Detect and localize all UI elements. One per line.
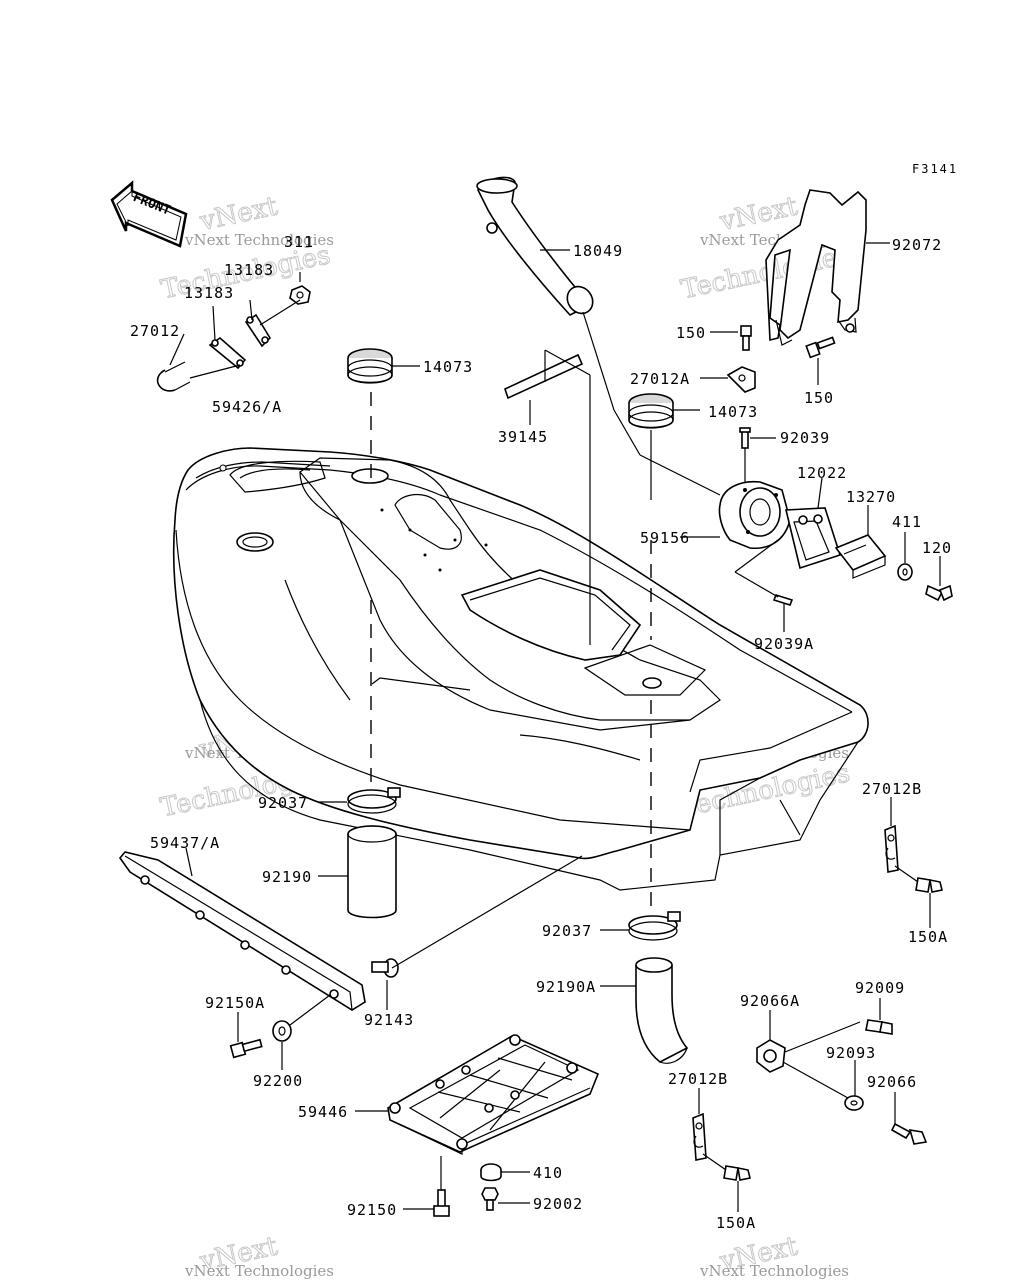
cap-14073-left — [347, 348, 393, 384]
screw-92009 — [865, 1019, 893, 1035]
washer-92093 — [844, 1095, 864, 1111]
block-13270 — [834, 534, 887, 579]
label-150-right[interactable]: 150 — [804, 389, 834, 407]
guard-59437 — [118, 851, 366, 1011]
hull-body — [172, 447, 869, 891]
pin-92039A — [772, 594, 794, 606]
label-92037-upper[interactable]: 92037 — [258, 794, 308, 812]
watermark-bottom-right: vNext vNext Technologies — [699, 1231, 849, 1280]
strip-39145 — [504, 349, 591, 645]
washer-410 — [480, 1163, 502, 1182]
bracket-92072 — [765, 189, 867, 346]
label-13183-upper[interactable]: 13183 — [224, 261, 274, 279]
label-411[interactable]: 411 — [892, 513, 922, 531]
screw-120 — [925, 584, 953, 602]
eyebolt-27012B-lower — [692, 1112, 707, 1161]
label-150A-lower[interactable]: 150A — [716, 1214, 756, 1232]
label-13183-lower[interactable]: 13183 — [184, 284, 234, 302]
bolt-92150 — [433, 1189, 450, 1217]
label-27012B-lower[interactable]: 27012B — [668, 1070, 728, 1088]
label-59446[interactable]: 59446 — [298, 1103, 348, 1121]
label-92190A[interactable]: 92190A — [536, 978, 596, 996]
label-92066[interactable]: 92066 — [867, 1073, 917, 1091]
label-39145[interactable]: 39145 — [498, 428, 548, 446]
washer-92200 — [272, 1020, 292, 1042]
housing-59156 — [718, 480, 791, 549]
label-12022[interactable]: 12022 — [797, 464, 847, 482]
label-92150A[interactable]: 92150A — [205, 994, 265, 1012]
label-14073-right[interactable]: 14073 — [708, 403, 758, 421]
cap-14073-right — [628, 393, 674, 429]
label-59156[interactable]: 59156 — [640, 529, 690, 547]
plate-59446 — [387, 1034, 600, 1155]
pin-92039 — [739, 427, 751, 449]
label-92002[interactable]: 92002 — [533, 1195, 583, 1213]
tube-92190 — [347, 825, 397, 919]
hose-18049 — [476, 176, 594, 316]
eyebolt-27012 — [156, 361, 191, 392]
bolt-92002 — [481, 1187, 499, 1211]
label-150-upper[interactable]: 150 — [676, 324, 706, 342]
label-92009[interactable]: 92009 — [855, 979, 905, 997]
label-92190[interactable]: 92190 — [262, 868, 312, 886]
tube-92190A — [635, 957, 689, 1064]
label-92072[interactable]: 92072 — [892, 236, 942, 254]
bracket-13183-lower — [208, 336, 247, 370]
label-92150[interactable]: 92150 — [347, 1201, 397, 1219]
label-59426[interactable]: 59426/A — [212, 398, 282, 416]
svg-text:Technologies: Technologies — [678, 240, 853, 305]
nut-311 — [289, 285, 311, 305]
clamp-92037-lower — [628, 911, 681, 941]
label-14073-left[interactable]: 14073 — [423, 358, 473, 376]
label-311[interactable]: 311 — [284, 233, 314, 251]
label-13270[interactable]: 13270 — [846, 488, 896, 506]
svg-text:vNext Technologies: vNext Technologies — [184, 231, 334, 249]
label-410[interactable]: 410 — [533, 1164, 563, 1182]
watermark-bottom-left: vNext vNext Technologies — [184, 1231, 334, 1280]
washer-411 — [897, 563, 913, 581]
fitting-92066A — [756, 1039, 786, 1073]
label-27012[interactable]: 27012 — [130, 322, 180, 340]
label-92066A[interactable]: 92066A — [740, 992, 800, 1010]
clamp-92037-upper — [347, 787, 401, 814]
label-18049[interactable]: 18049 — [573, 242, 623, 260]
front-arrow-icon: FRONT — [110, 180, 188, 248]
cover-12022 — [784, 507, 842, 570]
label-27012B-upper[interactable]: 27012B — [862, 780, 922, 798]
label-92037-lower[interactable]: 92037 — [542, 922, 592, 940]
label-59437[interactable]: 59437/A — [150, 834, 220, 852]
part-labels: 311 13183 13183 27012 59426/A 14073 1804… — [130, 233, 952, 1232]
figure-code: F3141 — [912, 162, 958, 176]
eyebolt-27012B-upper — [884, 824, 899, 873]
label-92039A[interactable]: 92039A — [754, 635, 814, 653]
bracket-13183-upper — [244, 313, 272, 348]
drain-92066 — [890, 1122, 928, 1145]
label-92143[interactable]: 92143 — [364, 1011, 414, 1029]
bolt-92150A — [229, 1038, 263, 1059]
label-27012A[interactable]: 27012A — [630, 370, 690, 388]
svg-text:vNext Technologies: vNext Technologies — [184, 1262, 334, 1280]
svg-text:vNext Technologies: vNext Technologies — [699, 1262, 849, 1280]
bolt-150A-lower — [723, 1165, 751, 1181]
bolt-150A-upper — [915, 877, 943, 893]
label-92200[interactable]: 92200 — [253, 1072, 303, 1090]
label-150A-upper[interactable]: 150A — [908, 928, 948, 946]
label-92039[interactable]: 92039 — [780, 429, 830, 447]
clip-27012A — [726, 366, 756, 393]
label-120[interactable]: 120 — [922, 539, 952, 557]
bolt-150-upper — [740, 325, 752, 351]
bolt-150-right — [805, 336, 836, 359]
plug-92143 — [371, 958, 399, 978]
label-92093[interactable]: 92093 — [826, 1044, 876, 1062]
